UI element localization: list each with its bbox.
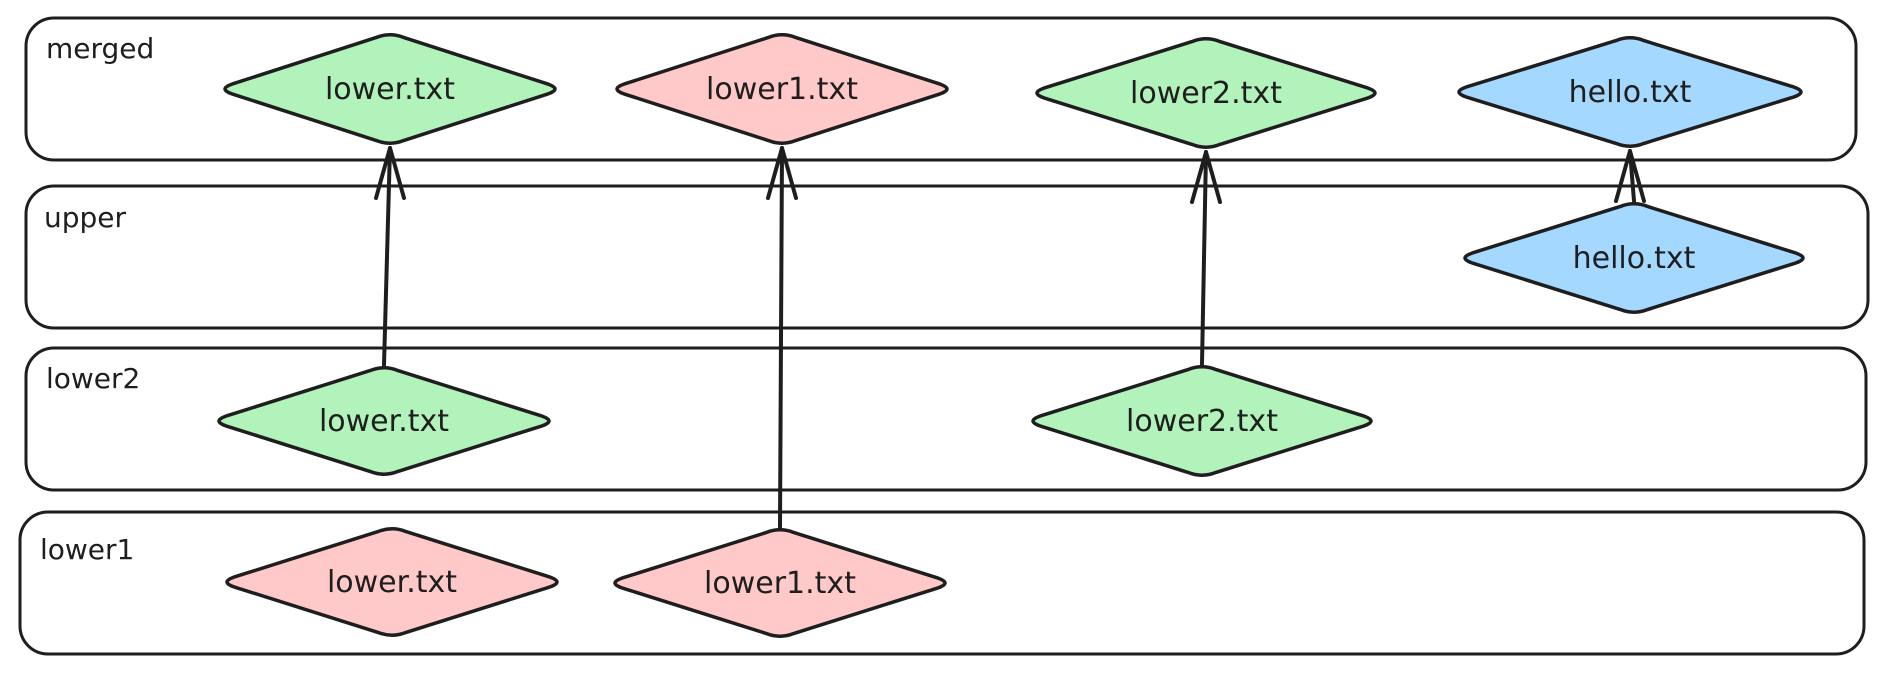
node-lower1-lower1: lower1.txt	[613, 528, 947, 638]
file-node-label: lower.txt	[327, 565, 457, 600]
file-node-shape	[223, 33, 557, 145]
file-node-shape	[613, 528, 947, 638]
file-node-label: lower2.txt	[1126, 404, 1278, 439]
node-lower1-lower: lower.txt	[225, 527, 559, 637]
file-node-shape	[1457, 36, 1803, 148]
arrow-upper-hello-to-merged-hello	[1614, 149, 1646, 203]
arrow-head	[766, 146, 798, 200]
node-lower2-lower: lower.txt	[217, 366, 551, 476]
arrow-lower2-lower-to-merged-lower	[374, 146, 406, 367]
file-node-shape	[1463, 202, 1805, 314]
lane-lower2: lower2	[24, 346, 1868, 492]
file-node-label: lower.txt	[319, 404, 449, 439]
arrow-head	[1614, 149, 1646, 203]
node-upper-hello: hello.txt	[1463, 202, 1805, 314]
edges-layer	[374, 146, 1646, 529]
lane-label: lower2	[46, 362, 140, 395]
file-node-label: hello.txt	[1573, 241, 1696, 276]
node-merged-lower1: lower1.txt	[615, 33, 949, 145]
file-node-label: lower1.txt	[706, 72, 858, 107]
arrow-lower1-lower1-to-merged-lower1	[766, 146, 798, 529]
lane-box	[24, 346, 1868, 492]
lane-box	[24, 184, 1870, 330]
nodes-layer: lower.txt lower1.txt lower2.txt hello.txt he…	[217, 33, 1805, 638]
node-merged-lower: lower.txt	[223, 33, 557, 145]
arrow-lower2-lower2-to-merged-lower2	[1190, 150, 1222, 366]
file-node-label: lower.txt	[325, 72, 455, 107]
arrow-line	[382, 146, 392, 367]
node-merged-lower2: lower2.txt	[1035, 37, 1377, 149]
file-node-label: lower1.txt	[704, 566, 856, 601]
file-node-shape	[615, 33, 949, 145]
arrow-line	[1200, 150, 1208, 366]
file-node-label: lower2.txt	[1130, 76, 1282, 111]
lane-label: lower1	[40, 533, 134, 566]
node-lower2-lower2: lower2.txt	[1031, 365, 1373, 477]
file-node-shape	[1031, 365, 1373, 477]
file-node-shape	[217, 366, 551, 476]
lane-label: upper	[44, 201, 127, 234]
file-node-shape	[225, 527, 559, 637]
file-node-label: hello.txt	[1569, 75, 1692, 110]
arrow-line	[778, 146, 784, 529]
arrow-head	[1190, 150, 1222, 204]
lane-label: merged	[46, 32, 154, 65]
file-node-shape	[1035, 37, 1377, 149]
arrow-head	[374, 146, 406, 200]
lane-upper: upper	[24, 184, 1870, 330]
node-merged-hello: hello.txt	[1457, 36, 1803, 148]
